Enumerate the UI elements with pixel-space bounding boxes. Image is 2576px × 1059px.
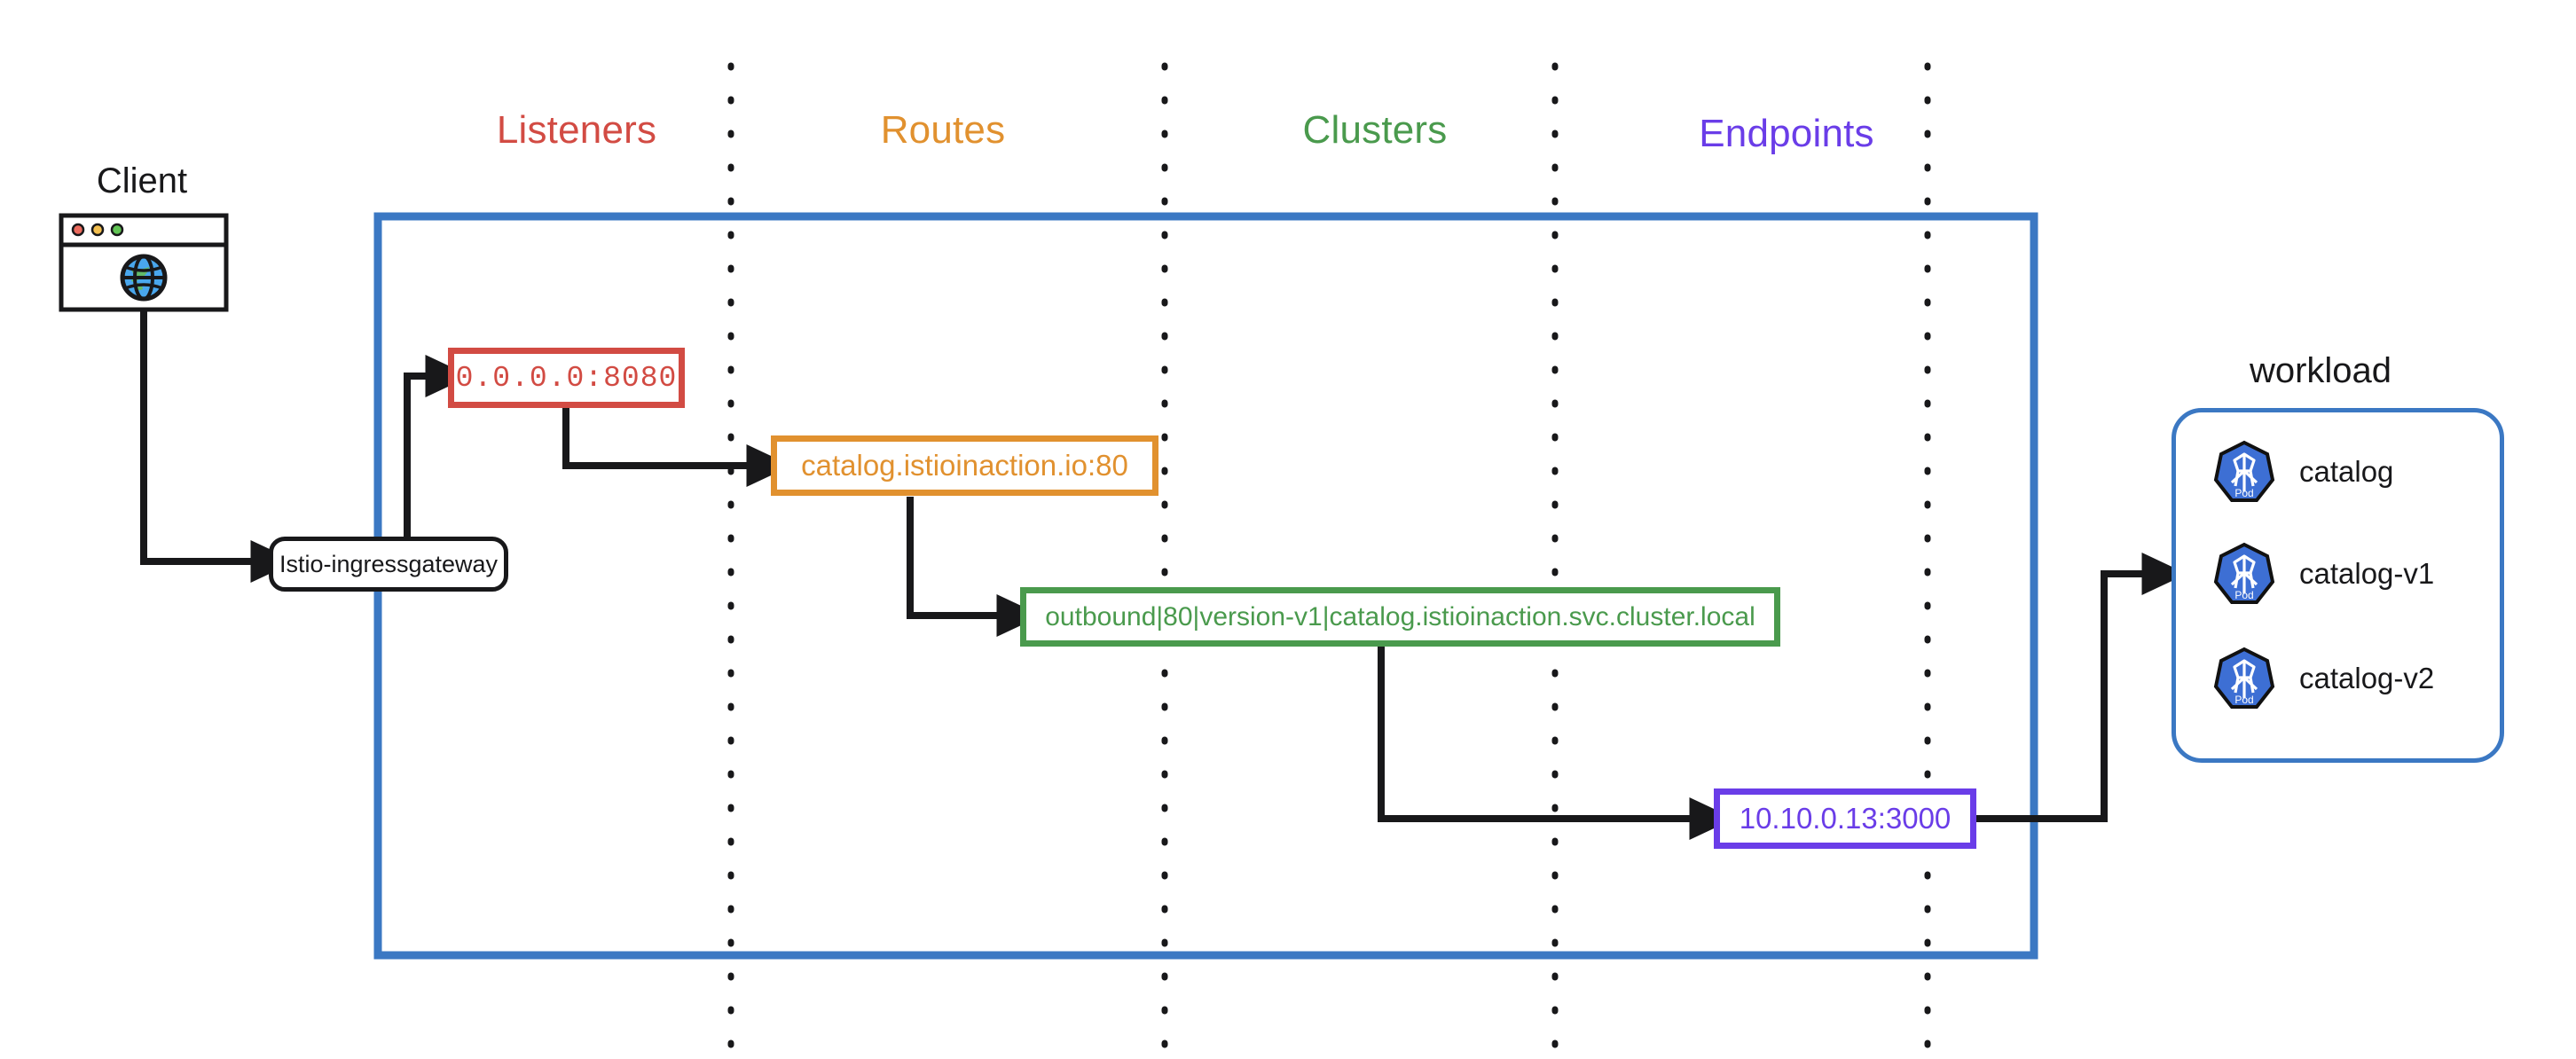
- kubernetes-pod-icon: Pod: [2213, 542, 2275, 604]
- endpoint-node[interactable]: 10.10.0.13:3000: [1714, 788, 1976, 849]
- wire-cluster-to-endpoint: [1378, 647, 1735, 840]
- workload-pod-row-catalog-v1[interactable]: Pod catalog-v1: [2212, 542, 2434, 606]
- kubernetes-pod-icon: Pod: [2213, 647, 2275, 709]
- wire-endpoint-to-workload: [1976, 553, 2187, 822]
- pod-label: catalog-v2: [2299, 662, 2435, 694]
- pod-label: catalog-v1: [2299, 557, 2435, 590]
- kubernetes-pod-icon: Pod: [2213, 440, 2275, 502]
- wire-route-to-cluster: [907, 497, 1042, 637]
- column-header-listeners: Listeners: [496, 108, 657, 152]
- cluster-node[interactable]: outbound|80|version-v1|catalog.istioinac…: [1020, 587, 1780, 647]
- listener-node[interactable]: 0.0.0.0:8080: [448, 348, 685, 408]
- browser-globe-icon: [59, 213, 229, 312]
- wire-gateway-to-listener: [404, 355, 471, 542]
- svg-text:Pod: Pod: [2234, 589, 2253, 601]
- route-node[interactable]: catalog.istioinaction.io:80: [771, 435, 1158, 496]
- wire-client-to-gateway: [140, 309, 296, 583]
- client-label: Client: [96, 161, 188, 200]
- column-divider-group: [727, 62, 1931, 1059]
- pod-label: catalog: [2299, 455, 2394, 488]
- istio-ingressgateway-node[interactable]: Istio-ingressgateway: [269, 537, 508, 592]
- column-header-endpoints: Endpoints: [1699, 112, 1874, 155]
- column-header-clusters: Clusters: [1302, 108, 1448, 152]
- svg-text:Pod: Pod: [2234, 487, 2253, 499]
- svg-text:Pod: Pod: [2234, 694, 2253, 706]
- workload-pod-row-catalog[interactable]: Pod catalog: [2212, 440, 2393, 504]
- wire-listener-to-route: [562, 408, 792, 487]
- workload-pod-row-catalog-v2[interactable]: Pod catalog-v2: [2212, 647, 2434, 710]
- column-header-routes: Routes: [880, 108, 1006, 152]
- workload-title: workload: [2249, 351, 2392, 390]
